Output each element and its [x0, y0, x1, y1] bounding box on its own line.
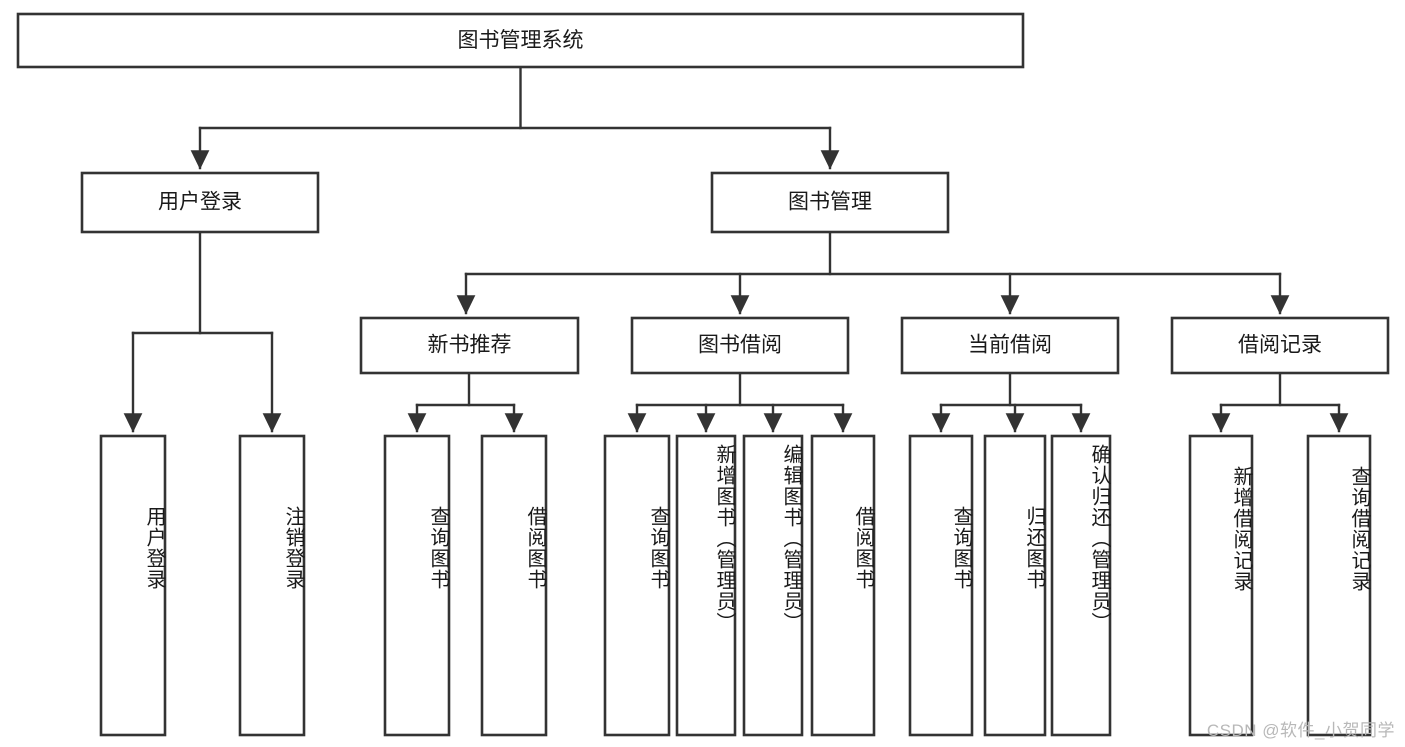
node-box-root[interactable]	[16, 12, 1025, 69]
connector-group-user-login	[123, 230, 282, 433]
connector-group-current	[931, 371, 1091, 433]
csdn-watermark: CSDN @软件_小贺同学	[1206, 721, 1395, 740]
connector-group-root	[190, 65, 840, 170]
node-box-borrow[interactable]	[630, 316, 850, 375]
node-label-borrow: 图书借阅	[698, 334, 782, 357]
node-label-current: 当前借阅	[968, 334, 1052, 357]
node-box-user-login[interactable]	[80, 171, 320, 234]
node-label-record: 借阅记录	[1238, 334, 1322, 357]
node-box-leaf-query-book-borrow[interactable]	[603, 434, 671, 737]
node-label-user-login: 用户登录	[158, 191, 242, 214]
connector-group-record	[1211, 371, 1349, 433]
node-box-leaf-user-login[interactable]	[99, 434, 167, 737]
node-box-record[interactable]	[1170, 316, 1390, 375]
node-box-new-book[interactable]	[359, 316, 580, 375]
node-box-leaf-query-record[interactable]	[1306, 434, 1372, 737]
node-box-leaf-borrow-book[interactable]	[810, 434, 876, 737]
connector-group-new-book	[407, 371, 524, 433]
node-box-leaf-confirm-return-admin[interactable]	[1050, 434, 1112, 737]
connector-group-borrow	[627, 371, 853, 433]
node-box-leaf-add-book-admin[interactable]	[675, 434, 737, 737]
node-box-leaf-logout[interactable]	[238, 434, 306, 737]
node-box-current[interactable]	[900, 316, 1120, 375]
node-label-new-book: 新书推荐	[428, 334, 512, 357]
node-label-book-mgmt: 图书管理	[788, 191, 872, 214]
node-box-leaf-borrow-book-new[interactable]	[480, 434, 548, 737]
node-label-root: 图书管理系统	[458, 29, 584, 52]
node-box-leaf-query-book-current[interactable]	[908, 434, 974, 737]
node-box-leaf-add-record[interactable]	[1188, 434, 1254, 737]
node-box-leaf-query-book-new[interactable]	[383, 434, 451, 737]
connector-group-book-mgmt	[456, 230, 1290, 315]
node-box-leaf-edit-book-admin[interactable]	[742, 434, 804, 737]
node-box-leaf-return-book[interactable]	[983, 434, 1047, 737]
node-box-book-mgmt[interactable]	[710, 171, 950, 234]
